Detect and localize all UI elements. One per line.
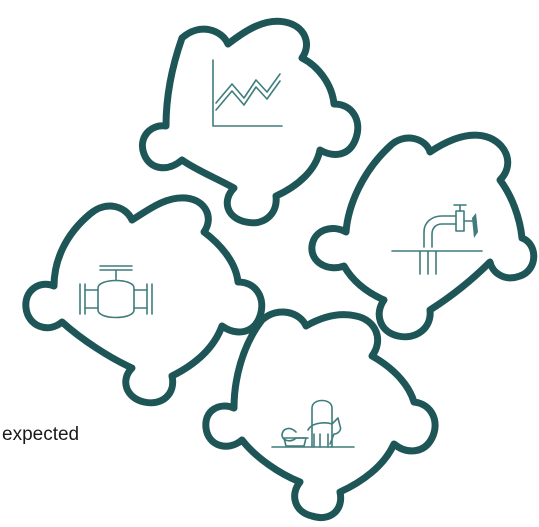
puzzle-piece-bottom: [202, 308, 439, 521]
caption-text: expected: [2, 424, 80, 445]
pipe-faucet-icon: [391, 204, 483, 275]
puzzle-piece-left: [22, 194, 266, 407]
valve-icon: [79, 265, 153, 319]
livestock-trough-icon: [271, 399, 355, 448]
puzzle-piece-right: [308, 131, 538, 341]
puzzle-piece-top: [139, 17, 362, 227]
line-chart-icon: [212, 59, 283, 127]
